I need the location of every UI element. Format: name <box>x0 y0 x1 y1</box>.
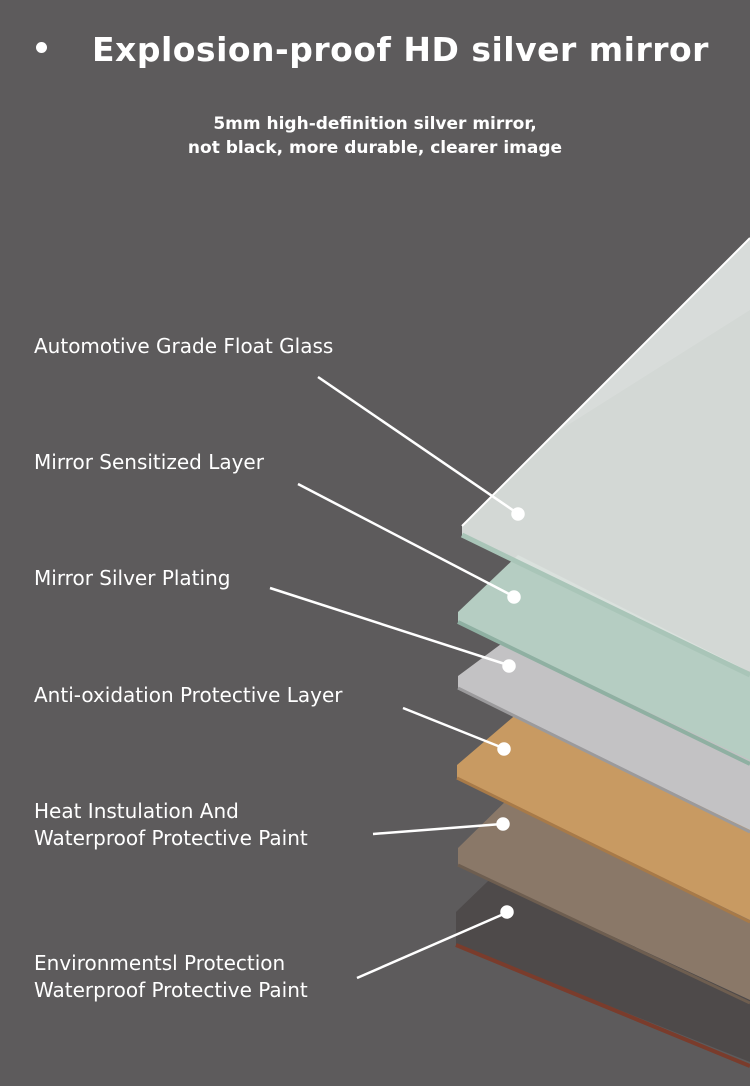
layer-sensitized-edge <box>457 620 750 766</box>
layer-anti-oxidation-edge <box>456 776 750 924</box>
layer-env-paint <box>456 855 750 1062</box>
leader-line-float-glass <box>317 375 518 515</box>
leader-dot-anti-oxidation <box>497 742 511 756</box>
label-float-glass: Automotive Grade Float Glass <box>34 334 334 358</box>
subtitle-line-2: not black, more durable, clearer image <box>187 138 563 158</box>
leader-dot-env-paint <box>500 905 514 919</box>
subtitle-line-1: 5mm high-definition silver mirror, <box>213 114 537 134</box>
label-env-paint-line-2: Waterproof Protective Paint <box>34 978 308 1002</box>
page-subtitle: 5mm high-definition silver mirror, not b… <box>0 112 750 160</box>
leader-dot-silver-plating <box>502 659 516 673</box>
page-title: Explosion-proof HD silver mirror <box>92 30 709 69</box>
layer-heat-paint-edge <box>457 863 750 1005</box>
label-env-paint-line-1: Environmentsl Protection <box>34 951 286 975</box>
label-env-paint: Environmentsl Protection Waterproof Prot… <box>34 950 308 1004</box>
leader-line-env-paint <box>356 911 507 980</box>
label-heat-paint-line-2: Waterproof Protective Paint <box>34 826 308 850</box>
leader-dot-sensitized <box>507 590 521 604</box>
layer-anti-oxidation <box>457 712 750 920</box>
layer-env-paint-edge <box>455 943 750 1068</box>
layer-heat-paint <box>458 790 750 1000</box>
label-heat-paint-line-1: Heat Instulation And <box>34 799 239 823</box>
layer-silver-plating-edge <box>457 686 750 834</box>
label-silver-plating: Mirror Silver Plating <box>34 566 231 590</box>
layer-float-glass-edge <box>460 532 750 678</box>
leader-dot-float-glass <box>511 507 525 521</box>
label-heat-paint: Heat Instulation And Waterproof Protecti… <box>34 798 308 852</box>
layer-sensitized <box>458 555 750 760</box>
leader-dot-heat-paint <box>496 817 510 831</box>
leader-line-silver-plating <box>269 586 509 667</box>
leader-line-sensitized <box>297 482 514 598</box>
leader-line-anti-oxidation <box>402 706 504 750</box>
layer-silver-plating <box>458 630 750 830</box>
label-anti-oxidation: Anti-oxidation Protective Layer <box>34 683 343 707</box>
layer-float-glass-top-edge <box>461 237 750 527</box>
title-bullet <box>36 42 47 53</box>
layer-float-glass <box>462 238 750 672</box>
leader-line-heat-paint <box>372 822 503 836</box>
label-sensitized-layer: Mirror Sensitized Layer <box>34 450 264 474</box>
